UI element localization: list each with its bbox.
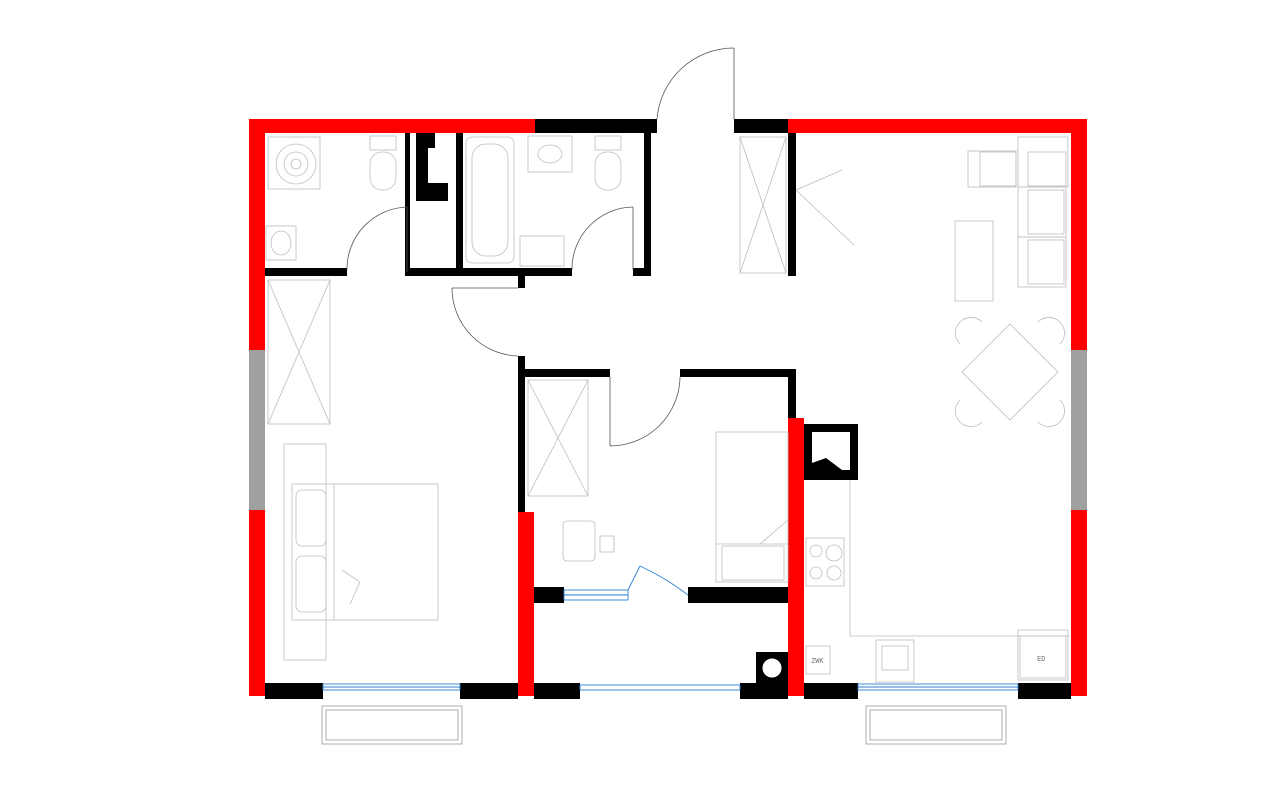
boiler-ring xyxy=(759,655,785,681)
wall-top-black-left xyxy=(535,119,657,133)
sink xyxy=(527,135,573,173)
wardrobe-room2 xyxy=(527,379,589,497)
tv-stand xyxy=(954,220,994,302)
balconies xyxy=(321,705,1007,745)
wall-top-black-right xyxy=(734,119,788,133)
wall-bath-stub xyxy=(518,276,525,288)
exterior-wall-partition-kitchen xyxy=(788,418,804,696)
kitchen-sink xyxy=(875,639,915,683)
furniture xyxy=(265,135,1070,683)
sofa xyxy=(967,150,1017,188)
wall-bottom-4 xyxy=(740,683,788,699)
wall-bottom-5 xyxy=(804,683,858,699)
washer xyxy=(805,645,831,675)
wall-bottom-1 xyxy=(265,683,323,699)
wall-bottom-3 xyxy=(534,683,580,699)
desk-chair xyxy=(562,520,596,562)
exterior-wall-top-left xyxy=(249,119,535,133)
dining-table xyxy=(961,323,1059,421)
wall-bath-horizontal-mid xyxy=(410,268,572,276)
double-bed xyxy=(291,483,439,621)
interior-walls xyxy=(265,119,1071,699)
toilet-icon xyxy=(369,151,397,191)
wall-bath-vertical-2 xyxy=(456,133,463,276)
wardrobe-bedroom xyxy=(267,279,331,425)
exterior-wall-left-lower xyxy=(249,510,265,696)
side-windows xyxy=(249,350,1087,510)
shaft-right xyxy=(804,424,858,480)
door-swings xyxy=(346,47,855,447)
wall-hall-right xyxy=(688,587,788,603)
exterior-wall-partition-bedroom xyxy=(518,512,534,696)
oven-label: ED xyxy=(1037,655,1045,663)
bottom-windows xyxy=(322,565,1019,691)
wall-bottom-2 xyxy=(460,683,518,699)
wall-bath-vertical-3 xyxy=(644,133,651,276)
wardrobe-entry xyxy=(739,136,787,274)
exterior-wall-right-lower xyxy=(1071,510,1087,696)
wall-bath-vertical-1 xyxy=(405,133,410,276)
wall-bath-horizontal-left xyxy=(265,268,347,276)
wall-bath-horizontal-right xyxy=(633,268,651,276)
shaft-left xyxy=(416,133,448,201)
wall-hall-left xyxy=(534,587,564,603)
oven xyxy=(1017,629,1069,681)
wall-room2-top-right xyxy=(680,369,795,377)
wall-room2-right xyxy=(788,369,796,418)
washbasin-icon xyxy=(270,230,292,256)
wall-room2-top-left xyxy=(518,369,610,377)
exterior-wall-left-upper xyxy=(249,119,265,350)
window-panel-left xyxy=(249,350,265,510)
single-bed xyxy=(715,431,789,583)
cooktop xyxy=(805,537,845,587)
shower-drain-icon xyxy=(275,143,317,185)
exterior-wall-right-upper xyxy=(1071,119,1087,350)
exterior-wall-top-right xyxy=(788,119,1087,133)
exterior-walls xyxy=(249,119,1087,696)
wall-entry-vertical xyxy=(788,133,796,276)
washer-label: ZWK xyxy=(811,657,824,665)
wall-bottom-6 xyxy=(1018,683,1071,699)
bathtub xyxy=(465,136,515,264)
wall-room2-left xyxy=(518,356,525,512)
window-panel-right xyxy=(1071,350,1087,510)
